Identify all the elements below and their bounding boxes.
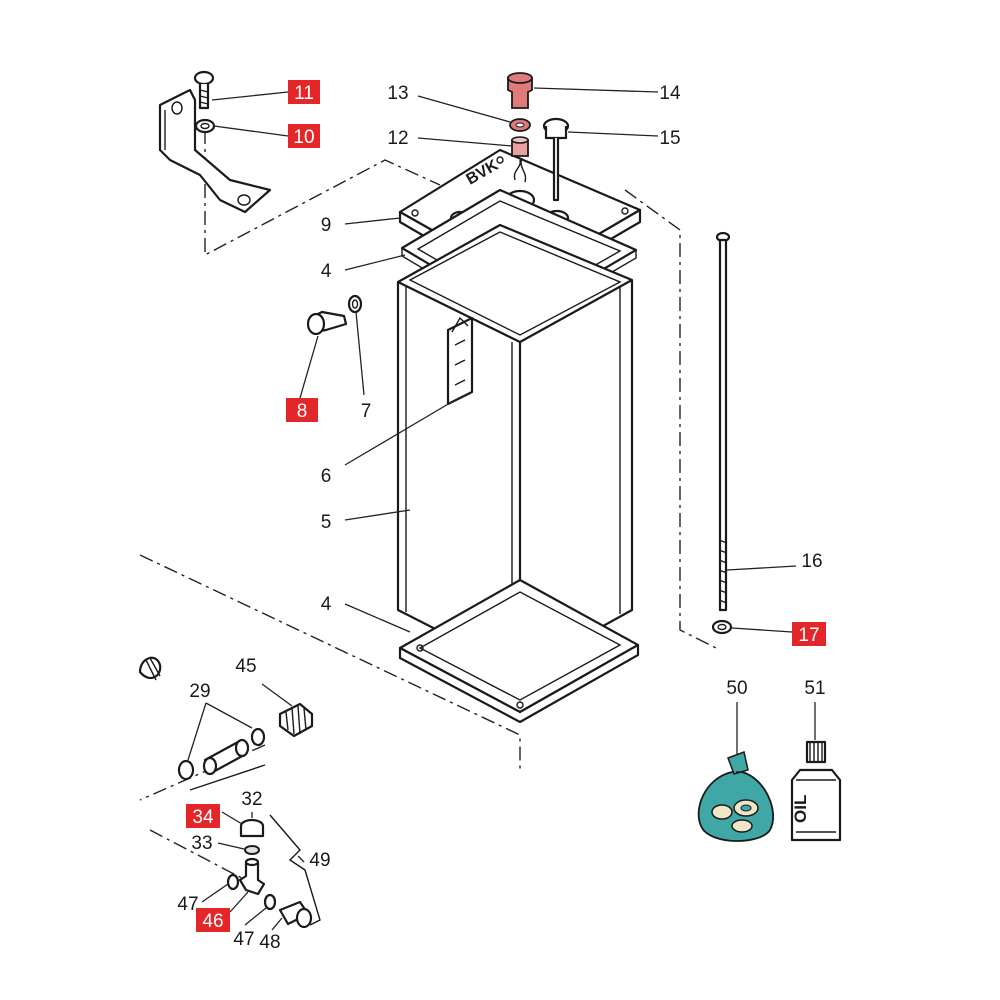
callout-47-left: 47	[177, 894, 198, 915]
plain-labels: 13 14 12 15 9 4 7 6 5 4 16 50 51 29 45 3…	[177, 83, 825, 953]
bottle-51: OIL	[790, 740, 842, 842]
callout-49: 49	[309, 850, 330, 871]
washers-47	[226, 873, 277, 911]
callout-12: 12	[387, 128, 408, 149]
label-plate-6	[446, 316, 474, 406]
fitting-45	[278, 702, 314, 738]
callout-46-text: 46	[202, 911, 223, 932]
highlight-box	[286, 398, 318, 422]
callout-50: 50	[726, 678, 747, 699]
callout-15: 15	[659, 128, 680, 149]
fitting-14	[507, 72, 533, 109]
callout-7: 7	[361, 401, 372, 422]
tee-46	[238, 857, 266, 896]
highlight-box	[792, 622, 826, 646]
callout-8: 8	[286, 398, 318, 422]
callout-34: 34	[186, 804, 220, 828]
highlight-box	[288, 124, 320, 148]
callout-48: 48	[259, 932, 280, 953]
screw-8	[306, 310, 348, 336]
bottle-marking: OIL	[791, 795, 810, 823]
cap-34	[239, 818, 265, 838]
callout-10-text: 10	[293, 127, 314, 148]
rod-16	[715, 231, 731, 612]
callout-5: 5	[321, 512, 332, 533]
oring-13	[509, 118, 531, 132]
callout-32: 32	[241, 789, 262, 810]
dipstick-15	[542, 117, 570, 202]
screw-11	[193, 70, 215, 110]
callout-47-bottom: 47	[233, 929, 254, 950]
callout-51: 51	[804, 678, 825, 699]
callout-46: 46	[196, 908, 230, 932]
sleeve-12	[511, 136, 529, 157]
leader-lines	[187, 87, 816, 931]
callout-6: 6	[321, 466, 332, 487]
washer-7	[347, 294, 363, 314]
alignment-lines	[139, 130, 721, 886]
callout-10: 10	[288, 124, 320, 148]
callout-8-text: 8	[297, 401, 308, 422]
highlight-box	[186, 804, 220, 828]
callout-33: 33	[191, 833, 212, 854]
highlight-box	[196, 908, 230, 932]
mounting-bracket	[158, 88, 272, 214]
callout-14: 14	[659, 83, 681, 104]
callout-11-text: 11	[294, 83, 314, 104]
callout-29: 29	[189, 681, 210, 702]
gasket-4-bottom	[398, 578, 640, 724]
coupling	[202, 738, 250, 776]
callout-11: 11	[288, 80, 320, 104]
callout-45: 45	[235, 656, 256, 677]
callout-17-text: 17	[798, 625, 819, 646]
washer-10	[194, 118, 216, 134]
callout-13: 13	[387, 83, 408, 104]
washer-17	[711, 619, 733, 635]
callout-16: 16	[801, 551, 822, 572]
highlight-labels: 11 10 8 17 34 46	[186, 80, 826, 932]
oring-29	[177, 727, 266, 781]
callout-34-text: 34	[192, 807, 214, 828]
partial-fitting	[138, 656, 162, 681]
callout-4-top: 4	[321, 261, 332, 282]
bag-50	[697, 750, 775, 842]
callout-4-bottom: 4	[321, 594, 332, 615]
oring-33	[244, 845, 260, 855]
bracket-32-49	[189, 764, 321, 926]
callout-9: 9	[321, 215, 332, 236]
bolt-48	[278, 900, 313, 929]
callout-17: 17	[792, 622, 826, 646]
highlight-box	[288, 80, 320, 104]
